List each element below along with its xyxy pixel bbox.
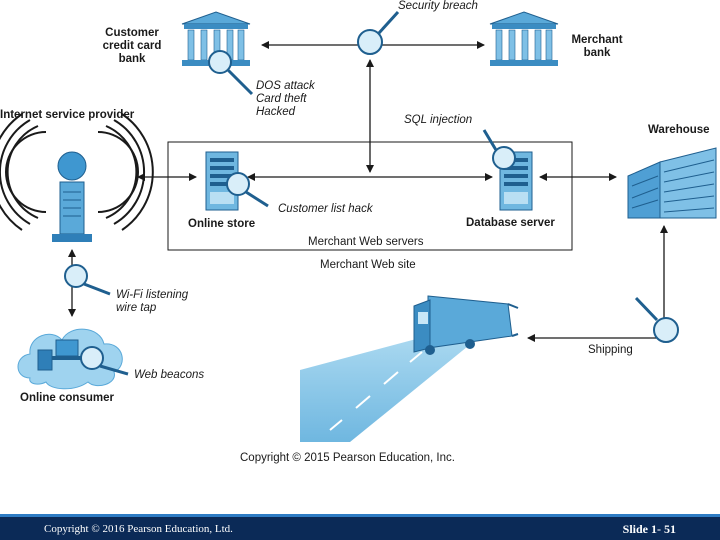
online-consumer-label: Online consumer [20, 392, 114, 404]
shipping-label: Shipping [588, 344, 633, 356]
customer-bank-label: Customer credit card bank [92, 27, 172, 66]
magnifier-icon [482, 129, 516, 170]
dos-attack-label: DOS attack Card theft Hacked [256, 80, 315, 119]
merchant-bank-line1: Merchant [571, 34, 623, 46]
database-server-label: Database server [466, 217, 555, 229]
dos-attack-line3: Hacked [256, 106, 295, 118]
sql-injection-label: SQL injection [404, 114, 473, 126]
merchant-web-site-label: Merchant Web site [320, 259, 416, 271]
dos-attack-line1: DOS attack [256, 80, 315, 92]
arrow-warehouse-to-truck [527, 225, 668, 342]
wifi-line2: wire tap [116, 302, 157, 314]
isp-label: Internet service provider [0, 109, 135, 121]
slide-footer: Copyright © 2016 Pearson Education, Ltd.… [0, 514, 720, 540]
wifi-line1: Wi-Fi listening [116, 289, 189, 301]
customer-bank-line3: bank [118, 53, 146, 65]
customer-bank-line2: credit card [102, 40, 162, 52]
customer-list-hack-label: Customer list hack [278, 203, 373, 215]
ecommerce-threats-diagram [0, 10, 717, 442]
slide-number: Slide 1- 51 [622, 522, 676, 536]
magnifier-icon [226, 172, 269, 208]
warehouse-label: Warehouse [648, 124, 710, 136]
online-store-label: Online store [188, 218, 256, 230]
customer-bank-line1: Customer [105, 27, 159, 39]
magnifier-icon [634, 296, 679, 343]
merchant-web-servers-label: Merchant Web servers [308, 236, 424, 248]
magnifier-icon [357, 10, 400, 55]
dos-attack-line2: Card theft [256, 93, 307, 105]
wifi-label: Wi-Fi listening wire tap [116, 289, 188, 315]
road-graphic [300, 338, 478, 442]
bank-icon [489, 11, 559, 66]
security-breach-label: Security breach [398, 0, 478, 12]
magnifier-icon [208, 50, 254, 96]
pearson-copyright: Copyright © 2015 Pearson Education, Inc. [240, 452, 455, 464]
footer-copyright: Copyright © 2016 Pearson Education, Ltd. [44, 523, 233, 535]
magnifier-icon [80, 346, 129, 376]
server-icon [499, 151, 533, 211]
magnifier-icon [64, 264, 111, 296]
warehouse-icon [627, 147, 717, 219]
broadcast-icon [0, 113, 154, 242]
cloud-icon [17, 328, 123, 390]
merchant-bank-label: Merchant bank [562, 34, 632, 60]
truck-icon [413, 295, 519, 355]
web-beacons-label: Web beacons [134, 369, 205, 381]
merchant-bank-line2: bank [583, 47, 611, 59]
